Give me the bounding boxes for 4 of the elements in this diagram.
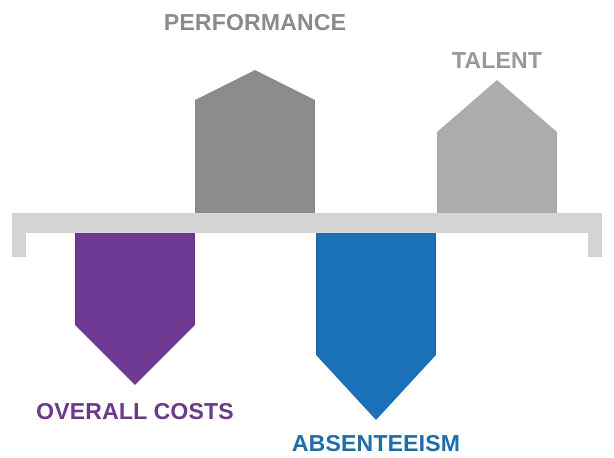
- arrow-label: OVERALL COSTS: [36, 397, 234, 425]
- arrow-label: ABSENTEEISM: [292, 429, 460, 457]
- arrow-label: TALENT: [452, 46, 542, 74]
- arrow-label: PERFORMANCE: [164, 8, 346, 36]
